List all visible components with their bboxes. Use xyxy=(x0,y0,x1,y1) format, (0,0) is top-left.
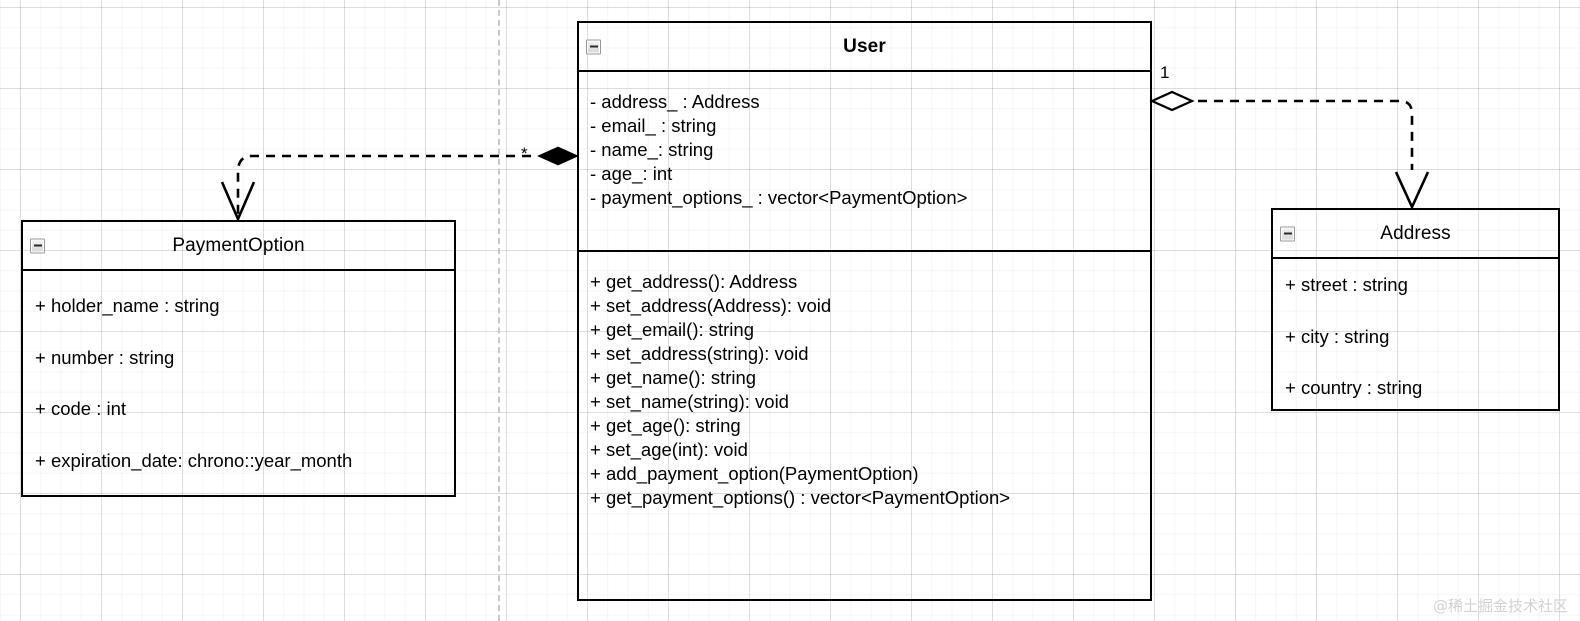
aggregation-diamond-hollow xyxy=(1149,90,1195,112)
class-header-payment-option: PaymentOption xyxy=(23,222,454,271)
attribute-row: - address_ : Address xyxy=(590,91,760,112)
attribute-row: + country : string xyxy=(1285,377,1423,398)
method-row: + get_name(): string xyxy=(590,367,757,388)
multiplicity-label-address: 1 xyxy=(1160,63,1170,82)
method-row: + get_payment_options() : vector<Payment… xyxy=(590,487,1011,508)
open-arrowhead-payment-option xyxy=(220,181,256,223)
method-row: + set_age(int): void xyxy=(590,439,748,460)
method-row: + get_email(): string xyxy=(590,319,754,340)
class-box-address[interactable]: Address + street : string + city : strin… xyxy=(1271,208,1560,411)
alignment-guide-line xyxy=(498,0,500,621)
composition-dashed-line xyxy=(236,154,531,218)
class-header-address: Address xyxy=(1273,210,1558,259)
attribute-row: - payment_options_ : vector<PaymentOptio… xyxy=(590,187,968,208)
attributes-section-address: + street : string + city : string + coun… xyxy=(1273,259,1558,398)
watermark-text: @稀土掘金技术社区 xyxy=(1432,597,1568,615)
attribute-row: + holder_name : string xyxy=(35,295,220,316)
class-name-address: Address xyxy=(1380,222,1451,244)
method-row: + set_address(Address): void xyxy=(590,295,832,316)
attribute-row: + number : string xyxy=(35,346,175,368)
attribute-row: - name_: string xyxy=(590,139,714,160)
attribute-row: + code : int xyxy=(35,398,127,419)
class-name-user: User xyxy=(843,35,886,57)
composition-diamond-filled xyxy=(537,146,579,166)
attribute-row: - age_: int xyxy=(590,163,673,184)
minus-icon[interactable] xyxy=(1280,226,1295,241)
class-box-user[interactable]: User - address_ : Address - email_ : str… xyxy=(577,21,1152,601)
multiplicity-label-payment-option: * xyxy=(521,144,528,163)
method-row: + get_age(): string xyxy=(590,415,741,436)
minus-icon[interactable] xyxy=(586,39,601,54)
class-name-payment-option: PaymentOption xyxy=(172,234,305,256)
attribute-row: + street : string xyxy=(1285,274,1408,295)
relationship-user-address[interactable] xyxy=(1149,90,1430,211)
minus-icon[interactable] xyxy=(30,238,45,253)
methods-section-user: + get_address(): Address + set_address(A… xyxy=(579,250,1150,508)
class-box-payment-option[interactable]: PaymentOption + holder_name : string + n… xyxy=(21,220,456,497)
method-row: + set_name(string): void xyxy=(590,391,789,412)
open-arrowhead-address xyxy=(1394,171,1430,211)
class-header-user: User xyxy=(579,23,1150,72)
method-row: + add_payment_option(PaymentOption) xyxy=(590,463,919,484)
method-row: + set_address(string): void xyxy=(590,343,809,364)
attributes-section-user: - address_ : Address - email_ : string -… xyxy=(579,72,1150,250)
attribute-row: + city : string xyxy=(1285,325,1390,347)
attributes-section-payment-option: + holder_name : string + number : string… xyxy=(23,271,454,470)
attribute-row: - email_ : string xyxy=(590,115,717,136)
method-row: + get_address(): Address xyxy=(590,271,798,292)
attribute-row: + expiration_date: chrono::year_month xyxy=(35,449,353,471)
aggregation-dashed-line xyxy=(1198,99,1414,170)
